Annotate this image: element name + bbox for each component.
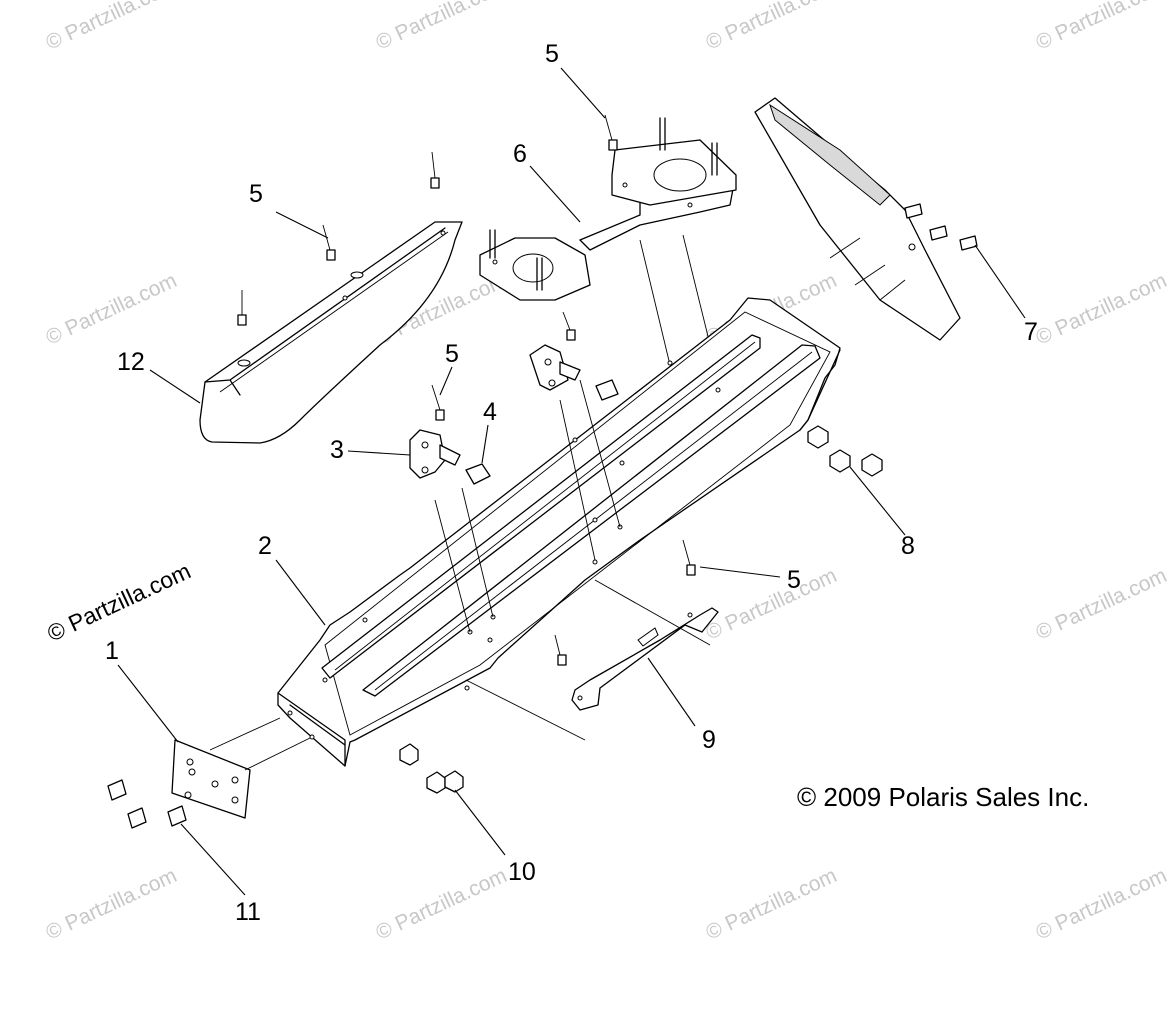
watermark-text: © Partzilla.com (42, 864, 180, 945)
part-4-bolt (465, 379, 619, 485)
callout-8: 8 (901, 532, 915, 560)
watermark-text: © Partzilla.com (372, 0, 510, 55)
watermark-text: © Partzilla.com (1032, 269, 1170, 350)
callout-2: 2 (258, 532, 272, 560)
leader-7 (974, 244, 1026, 319)
leader-5c (439, 366, 453, 396)
leader-3 (347, 450, 411, 456)
leader-lines (117, 67, 1026, 896)
callout-6: 6 (513, 140, 527, 168)
part-11-bolts (107, 779, 187, 829)
callout-3: 3 (330, 436, 344, 464)
part-10-nuts (399, 743, 464, 794)
callout-12: 12 (117, 348, 145, 376)
watermark-text: © Partzilla.com (1032, 0, 1170, 55)
callout-9: 9 (702, 726, 716, 754)
part-1-plate (171, 717, 311, 819)
leader-8 (849, 466, 906, 536)
callout-labels: 1 2 3 4 5 5 5 5 6 7 8 9 10 11 12 (105, 40, 1038, 926)
leader-4 (481, 424, 489, 464)
watermark-text: © Partzilla.com (702, 864, 840, 945)
watermark-text: © Partzilla.com (42, 269, 180, 350)
callout-4: 4 (483, 398, 497, 426)
part-9-bracket (554, 539, 719, 711)
callout-5b: 5 (545, 40, 559, 68)
leader-10 (454, 789, 506, 856)
callout-5a: 5 (249, 180, 263, 208)
leader-9 (647, 657, 696, 727)
leader-5d (699, 566, 781, 578)
part-8-nuts (807, 425, 883, 477)
callout-1: 1 (105, 637, 119, 665)
leader-6 (529, 165, 581, 223)
partzilla-watermark: © Partzilla.com (43, 557, 194, 646)
leader-11 (180, 823, 246, 896)
part-2-running-board (277, 297, 841, 767)
callout-10: 10 (508, 858, 536, 886)
watermark-text: © Partzilla.com (372, 864, 510, 945)
watermark-text: © Partzilla.com (702, 0, 840, 55)
part-12-cover (199, 151, 463, 444)
part-7-panel (754, 97, 978, 341)
callout-7: 7 (1024, 318, 1038, 346)
part-6-bracket (479, 114, 737, 386)
copyright-notice: © 2009 Polaris Sales Inc. (797, 782, 1089, 812)
callout-5d: 5 (787, 566, 801, 594)
watermark-text: © Partzilla.com (1032, 864, 1170, 945)
leader-5b (560, 67, 606, 119)
leader-2 (275, 559, 326, 626)
leader-5a (275, 211, 329, 239)
leader-1 (117, 664, 179, 743)
callout-5c: 5 (445, 340, 459, 368)
watermark-text: © Partzilla.com (1032, 564, 1170, 645)
leader-12 (149, 369, 201, 404)
part-3-bracket (409, 311, 581, 479)
watermark-text: © Partzilla.com (42, 0, 180, 55)
callout-11: 11 (235, 898, 261, 926)
